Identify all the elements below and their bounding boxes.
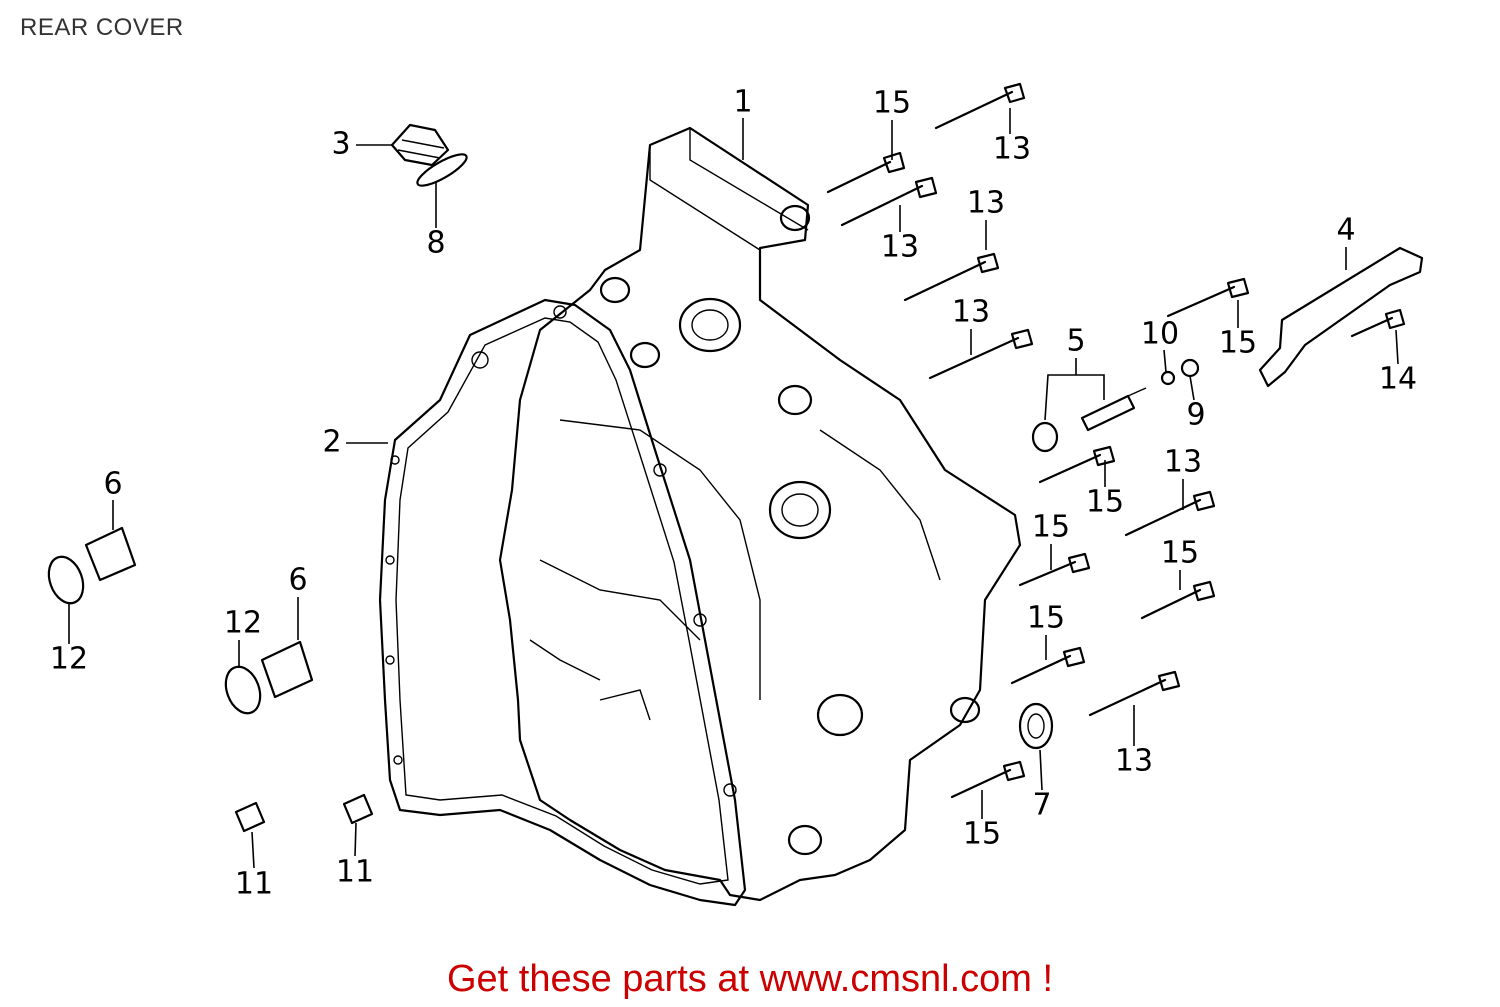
callout-6: 6 [288,563,307,598]
callout-3: 3 [331,127,350,162]
callout-4: 4 [1336,213,1355,248]
oil-seal [1018,702,1054,750]
callout-12: 12 [224,606,262,641]
callout-14: 14 [1379,362,1417,397]
callout-15: 15 [963,817,1001,852]
callout-15: 15 [1027,601,1065,636]
callout-9: 9 [1186,398,1205,433]
bolts [826,82,1250,799]
callout-12: 12 [50,642,88,677]
callout-13: 13 [1164,445,1202,480]
promo-footer[interactable]: Get these parts at www.cmsnl.com ! [446,958,1054,1000]
rear-cover-body [498,126,1022,902]
leader-lines [68,108,1399,869]
callout-11: 11 [336,855,374,890]
callout-15: 15 [1032,510,1070,545]
callout-13: 13 [952,295,990,330]
callout-15: 15 [873,86,911,121]
neutral-switch [1031,358,1200,453]
callout-1: 1 [733,85,752,120]
callout-7: 7 [1032,788,1051,823]
callout-2: 2 [322,425,341,460]
bracket [1258,246,1424,388]
collar-left [47,526,137,605]
collar-middle [224,640,314,715]
page-title: REAR COVER [20,14,184,41]
callout-15: 15 [1086,485,1124,520]
dowel-pins [234,793,374,833]
oil-filler-cap [390,123,468,187]
callout-10: 10 [1141,317,1179,352]
callout-8: 8 [426,226,445,261]
callout-11: 11 [235,867,273,902]
callout-13: 13 [1115,744,1153,779]
callout-5: 5 [1066,324,1085,359]
callout-15: 15 [1219,326,1257,361]
callout-13: 13 [881,230,919,265]
callout-13: 13 [993,132,1031,167]
callout-15: 15 [1161,536,1199,571]
callout-6: 6 [103,467,122,502]
rear-cover-gasket [378,298,747,907]
callout-13: 13 [967,186,1005,221]
